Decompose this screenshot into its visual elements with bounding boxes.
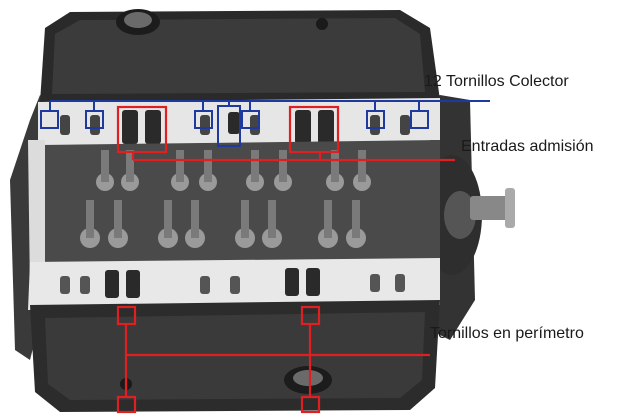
manifold-bolt-markers (40, 100, 490, 147)
label-manifold-bolts: 12 Tornillos Colector (424, 73, 569, 90)
lifter-valley (40, 140, 440, 268)
intake-port-marker (116, 105, 168, 154)
engine-block (10, 9, 515, 412)
label-intake-ports: Entradas admisión (461, 138, 594, 155)
perimeter-bolt-markers (116, 305, 430, 414)
label-perimeter-bolts: Tornillos en perímetro (430, 325, 584, 342)
intake-port-marker (288, 105, 340, 154)
intake-port-markers (116, 105, 455, 162)
crankshaft-snout (470, 196, 510, 220)
